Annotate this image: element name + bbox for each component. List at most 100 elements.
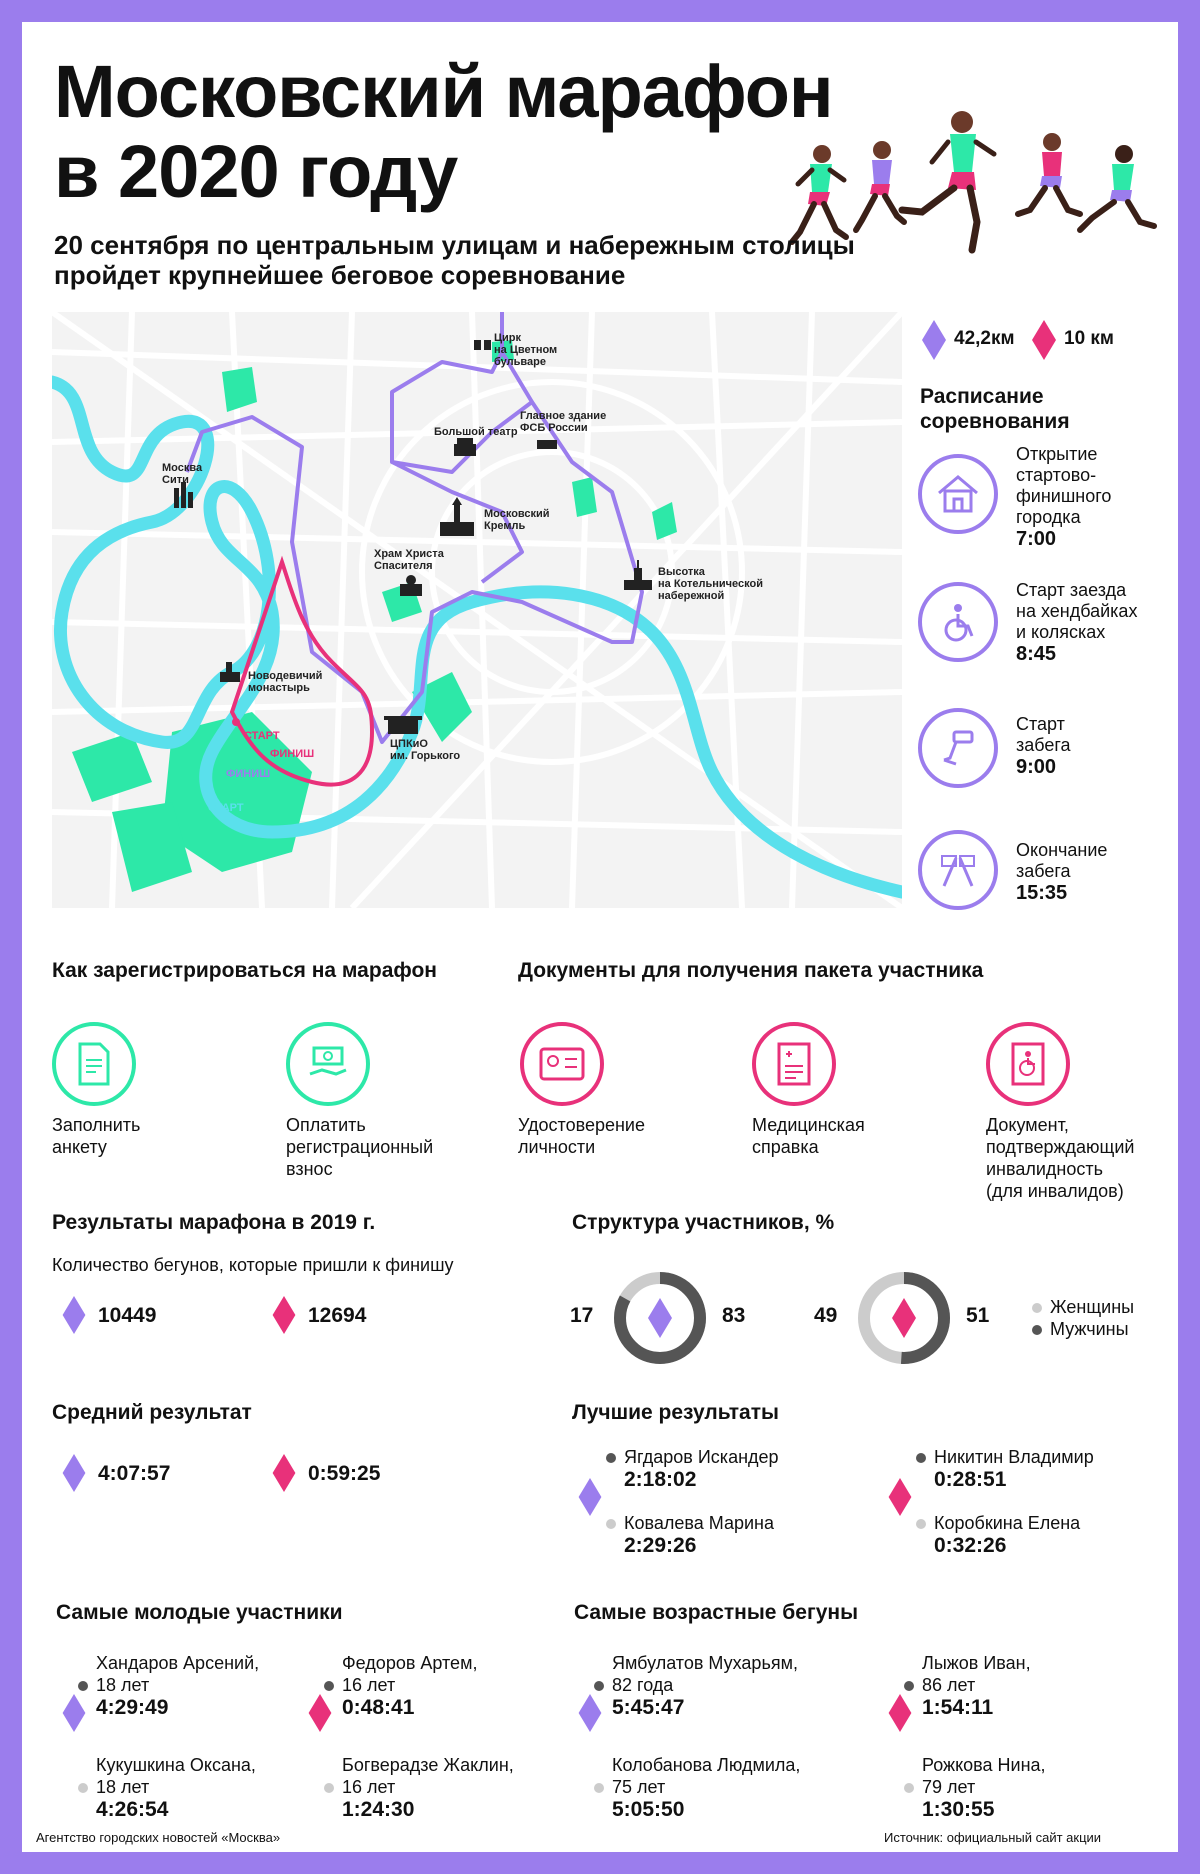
- id-card-icon: [520, 1022, 604, 1106]
- monastery-icon: [220, 662, 240, 682]
- marathon-diamond-icon: [578, 1694, 602, 1732]
- structure-title: Структура участников, %: [572, 1211, 835, 1234]
- schedule-item-handbike: Старт заезда на хендбайках и колясках 8:…: [1016, 580, 1138, 665]
- start-marker: [232, 718, 240, 726]
- schedule-item-opening: Открытие стартово- финишного городка 7:0…: [1016, 444, 1112, 550]
- schedule-time-opening: 7:00: [1016, 528, 1057, 550]
- footer-source: Источник: официальный сайт акции: [884, 1830, 1102, 1845]
- structure-legend: Женщины Мужчины: [1032, 1296, 1134, 1340]
- best-marathon-women: Ковалева Марина 2:29:26: [606, 1512, 774, 1558]
- schedule-time-race-end: 15:35: [1016, 882, 1068, 904]
- runner-2: [853, 141, 907, 233]
- legend-ten-km: 10 км: [1064, 328, 1114, 349]
- documents-title: Документы для получения пакета участника: [518, 959, 984, 982]
- average-ten-km: 0:59:25: [308, 1462, 381, 1485]
- marathon-diamond-icon: [922, 320, 946, 360]
- youngest-marathon-men: Хандаров Арсений, 18 лет 4:29:49: [70, 1652, 259, 1720]
- best-marathon-men: Ягдаров Искандер 2:18:02: [606, 1446, 779, 1492]
- registration-title: Как зарегистрироваться на марафон: [52, 959, 437, 982]
- runner-5: [1077, 145, 1157, 233]
- gorky-park-icon: [384, 716, 422, 734]
- cathedral-icon: [400, 575, 422, 596]
- medical-certificate-icon: [752, 1022, 836, 1106]
- finishers-marathon: 10449: [98, 1304, 157, 1327]
- form-icon: [52, 1022, 136, 1106]
- oldest-ten-km-women: Рожкова Нина, 79 лет 1:30:55: [896, 1754, 1046, 1822]
- ten-km-diamond-icon: [272, 1454, 296, 1492]
- ten-km-route-line: [229, 555, 375, 787]
- men-dot: [916, 1453, 926, 1464]
- best-ten-km-women: Коробкина Елена 0:32:26: [916, 1512, 1080, 1558]
- bolshoi-theatre-icon: [454, 438, 476, 456]
- women-dot: [1032, 1303, 1042, 1314]
- oldest-ten-km-men: Лыжов Иван, 86 лет 1:54:11: [896, 1652, 1031, 1720]
- ten-km-diamond-icon: [308, 1694, 332, 1732]
- youngest-ten-km-men: Федоров Артем, 16 лет 0:48:41: [316, 1652, 477, 1720]
- oldest-title: Самые возрастные бегуны: [574, 1601, 859, 1624]
- subtitle: 20 сентября по центральным улицам и набе…: [54, 230, 855, 290]
- schedule-item-race-end: Окончание забега 15:35: [1016, 840, 1108, 904]
- ten-km-diamond-icon: [892, 1298, 916, 1338]
- runner-4: [1015, 133, 1083, 217]
- schedule-time-handbike: 8:45: [1016, 643, 1057, 665]
- marathon-diamond-icon: [62, 1296, 86, 1334]
- disability-document-icon: [986, 1022, 1070, 1106]
- finishers-ten-km: 12694: [308, 1304, 367, 1327]
- marathon-diamond-icon: [578, 1478, 602, 1516]
- schedule-checkered-flags-icon: [918, 830, 998, 910]
- oldest-marathon-men: Ямбулатов Мухарьям, 82 года 5:45:47: [586, 1652, 798, 1720]
- men-dot: [606, 1453, 616, 1464]
- schedule-starting-pistol-icon: [918, 708, 998, 788]
- map-tag-finish-marathon: ФИНИШ: [226, 768, 271, 780]
- map-tag-finish-10k: ФИНИШ: [270, 748, 315, 760]
- fsb-building-icon: [537, 440, 557, 449]
- youngest-title: Самые молодые участники: [56, 1601, 343, 1624]
- results-title: Результаты марафона в 2019 г.: [52, 1211, 376, 1234]
- title-line-2: в 2020 году: [54, 130, 458, 213]
- runners-illustration: [789, 111, 1157, 254]
- circus-icon: [474, 340, 491, 350]
- ten-km-diamond-icon: [888, 1694, 912, 1732]
- men-dot: [324, 1681, 334, 1692]
- youngest-marathon-women: Кукушкина Оксана, 18 лет 4:26:54: [70, 1754, 256, 1822]
- kremlin-icon: [440, 497, 474, 536]
- ten-km-diamond-icon: [888, 1478, 912, 1516]
- kotelnicheskaya-icon: [624, 560, 652, 590]
- donut-men-arc: [614, 1272, 706, 1364]
- marathon-women-value: 17: [570, 1304, 594, 1327]
- ten-km-women-value: 49: [814, 1304, 838, 1327]
- youngest-ten-km-women: Богверадзе Жаклин, 16 лет 1:24:30: [316, 1754, 514, 1822]
- men-dot: [594, 1681, 604, 1692]
- best-ten-km-men: Никитин Владимир 0:28:51: [916, 1446, 1094, 1492]
- map-label-bolshoi: Большой театр: [434, 426, 518, 438]
- women-dot: [916, 1519, 926, 1530]
- schedule-time-race-start: 9:00: [1016, 756, 1057, 778]
- map-tag-start-marathon: СТАРТ: [208, 802, 244, 814]
- street-grid: [52, 312, 902, 908]
- schedule-item-race-start: Старт забега 9:00: [1016, 714, 1071, 778]
- payment-icon: [286, 1022, 370, 1106]
- marathon-diamond-icon: [648, 1298, 672, 1338]
- marathon-diamond-icon: [62, 1454, 86, 1492]
- subtitle-line-2: пройдет крупнейшее беговое соревнование: [54, 260, 626, 290]
- runner-1: [789, 145, 849, 245]
- marathon-diamond-icon: [62, 1694, 86, 1732]
- ten-km-diamond-icon: [1032, 320, 1056, 360]
- donut-men-arc: [858, 1272, 950, 1364]
- marathon-men-value: 83: [722, 1304, 746, 1327]
- footer-agency: Агентство городских новостей «Москва»: [36, 1830, 281, 1845]
- men-dot: [78, 1681, 88, 1692]
- finishers-label: Количество бегунов, которые пришли к фин…: [52, 1255, 454, 1275]
